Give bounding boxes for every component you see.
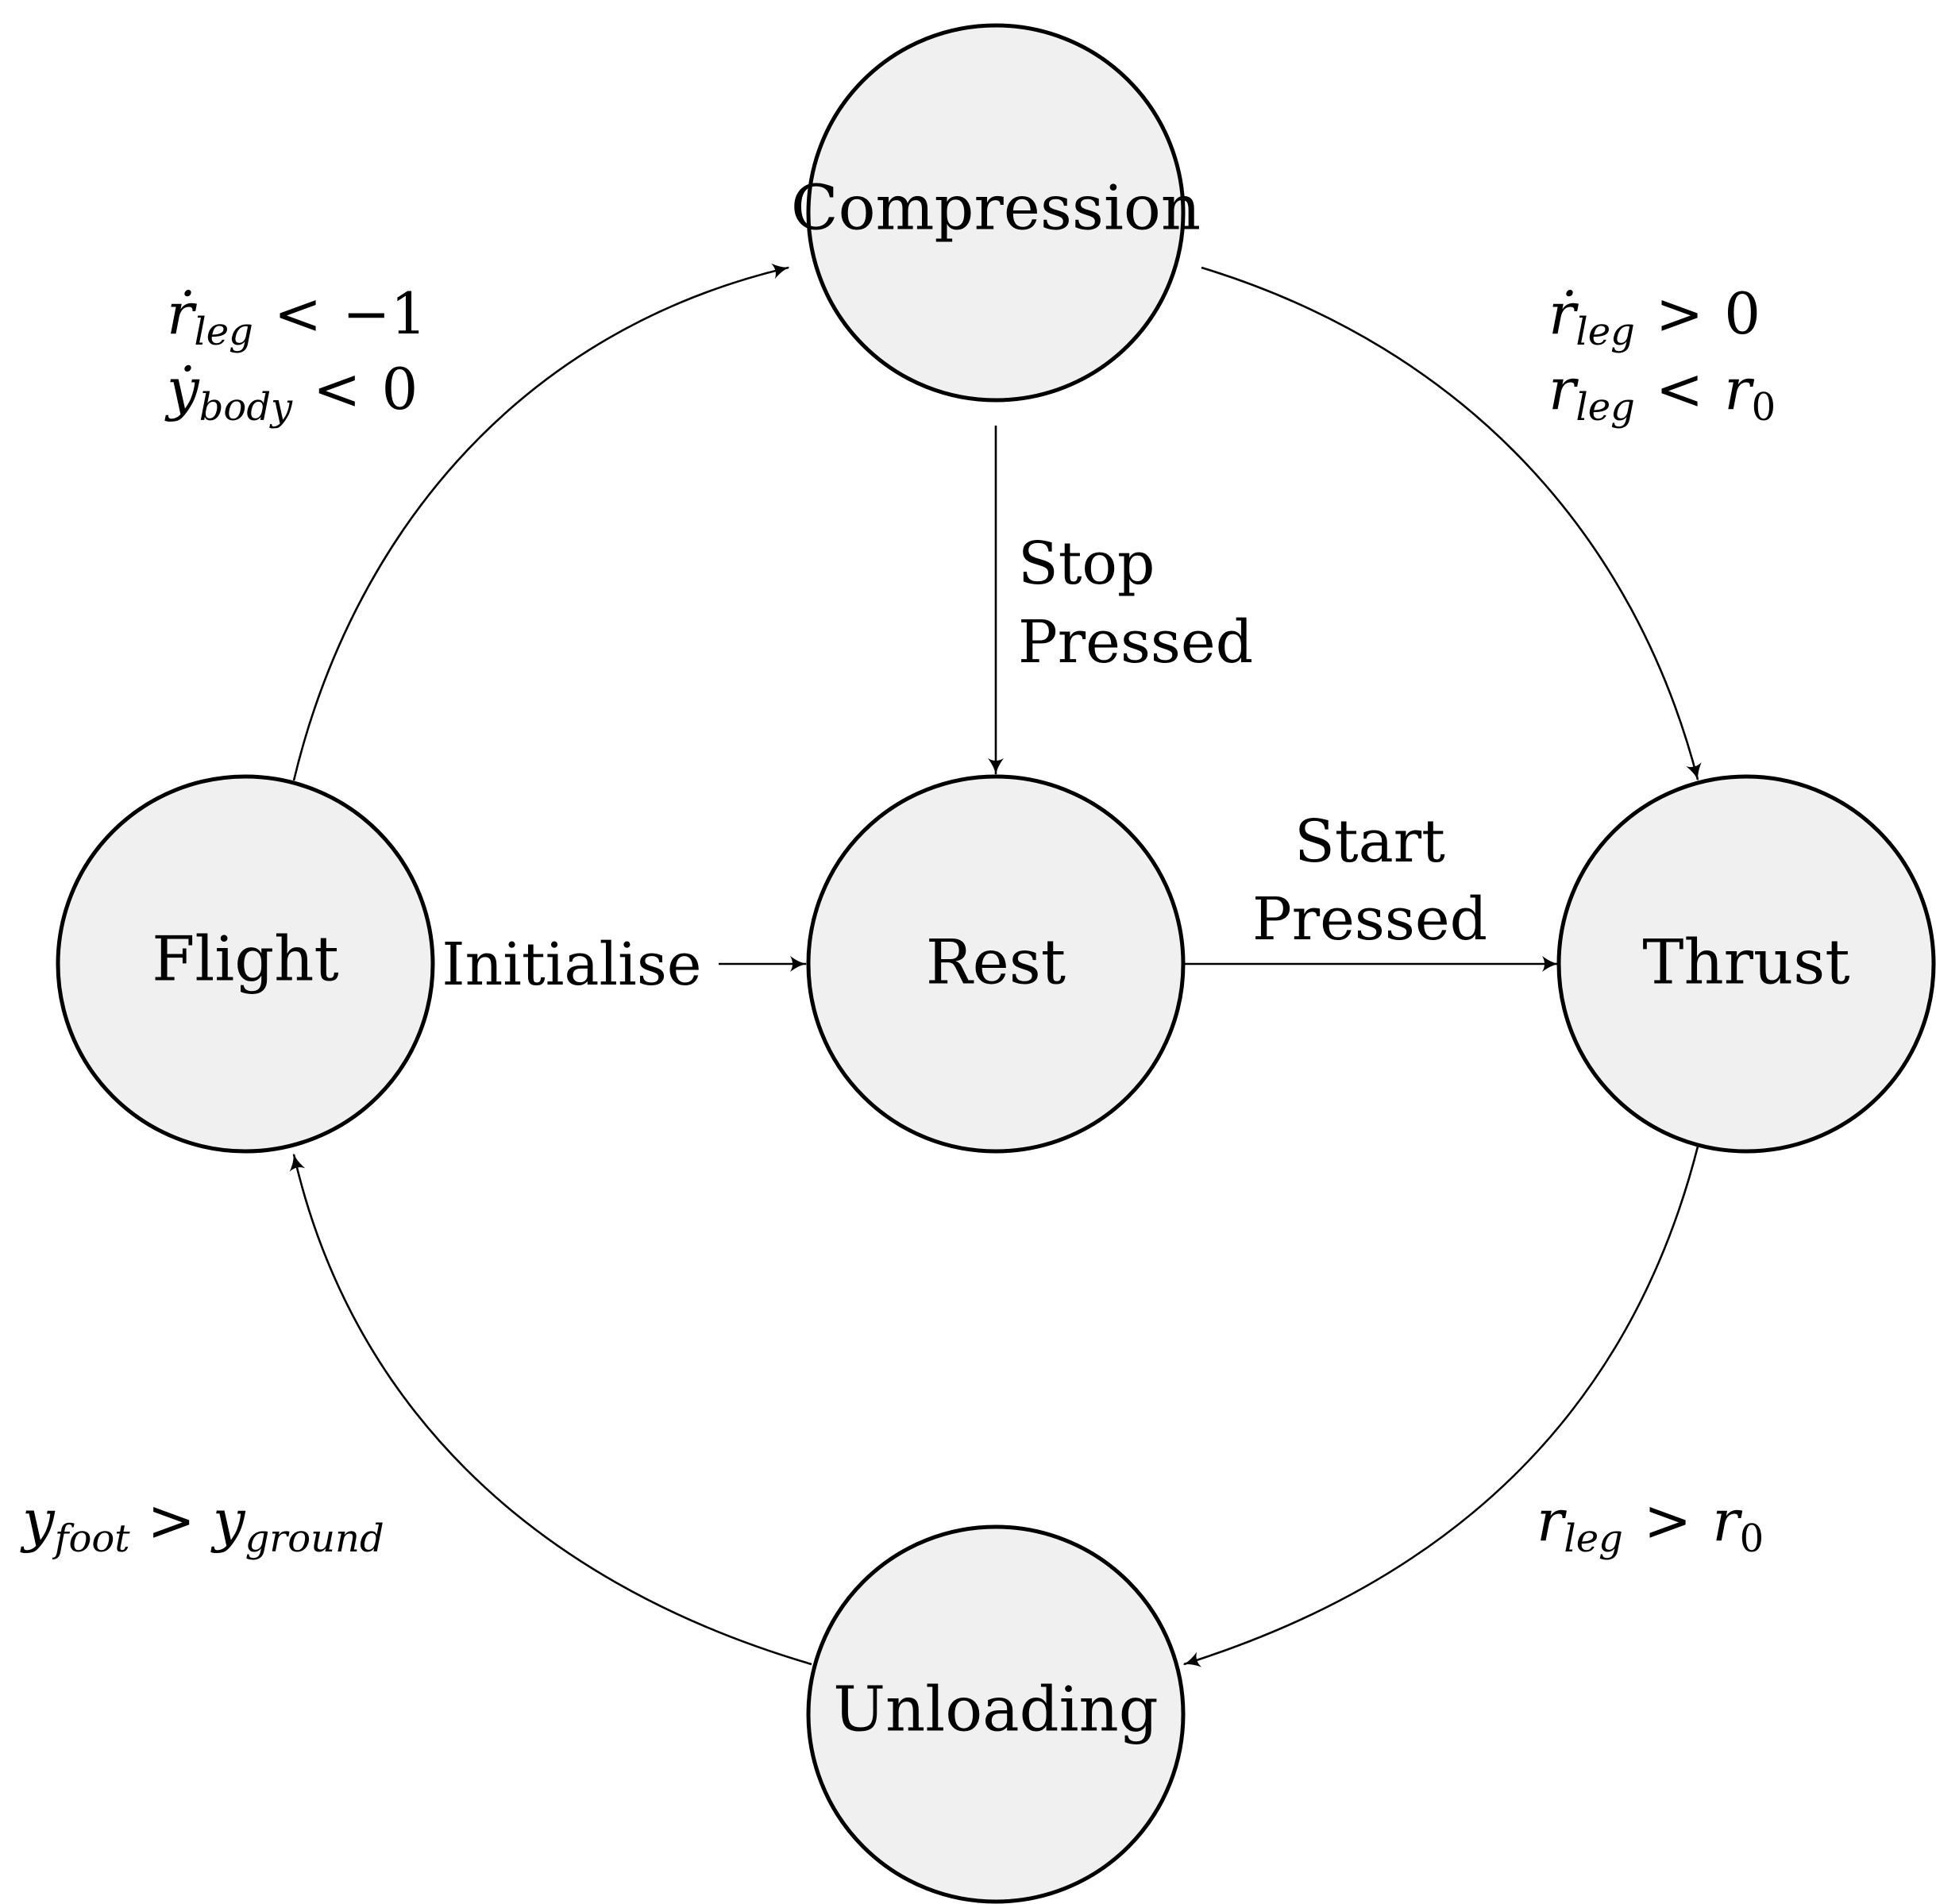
state-flight-label: Flight: [152, 924, 339, 996]
ct1-rhs: 0: [1724, 280, 1761, 347]
edge-flight-to-compression: [292, 263, 790, 781]
ct2-rhs-sub: 0: [1752, 385, 1776, 430]
tu-var: r: [1537, 1487, 1567, 1554]
state-rest: Rest: [806, 774, 1186, 1154]
thrust-to-unloading-condition: rleg>r0: [1537, 1487, 1764, 1561]
fc1-sub: leg: [194, 310, 253, 354]
unloading-to-flight-condition: yfoot>yground: [20, 1487, 384, 1561]
start-label-line2: Pressed: [1252, 885, 1487, 954]
ct2-rhs-var: r: [1724, 356, 1754, 422]
ct2-var: r: [1548, 356, 1579, 422]
ct1-var: ṙ: [1548, 280, 1579, 347]
ct1-op: >: [1656, 280, 1703, 347]
state-compression-label: Compression: [791, 173, 1201, 245]
uf-rhs-var: y: [210, 1487, 246, 1554]
state-unloading-label: Unloading: [833, 1675, 1158, 1746]
fc1-rhs: −1: [342, 280, 426, 347]
stop-label-line1: Stop: [1018, 530, 1155, 598]
edge-thrust-to-unloading: [1182, 1146, 1699, 1667]
uf-sub: foot: [52, 1517, 131, 1561]
tu-sub: leg: [1564, 1517, 1622, 1561]
flight-to-compression-condition-2: ẏbody <0: [164, 356, 418, 430]
fc2-op: <: [313, 356, 361, 422]
edge-unloading-to-flight: [289, 1153, 812, 1666]
fc2-sub: body: [199, 385, 293, 430]
state-flight: Flight: [56, 774, 435, 1154]
state-rest-label: Rest: [926, 927, 1066, 999]
ct2-sub: leg: [1575, 385, 1634, 430]
uf-var: y: [20, 1487, 56, 1554]
state-thrust: Thrust: [1556, 774, 1936, 1154]
state-thrust-label: Thrust: [1642, 927, 1849, 999]
stop-label-line2: Pressed: [1018, 608, 1253, 676]
state-unloading: Unloading: [806, 1524, 1186, 1904]
tu-rhs-var: r: [1712, 1487, 1742, 1554]
tu-op: >: [1644, 1487, 1691, 1554]
compression-to-thrust-condition-1: ṙleg >0: [1548, 280, 1761, 354]
fc2-var: ẏ: [164, 356, 200, 422]
edge-compression-to-thrust: [1201, 266, 1702, 781]
initialise-label: Initialise: [442, 931, 701, 999]
ct1-sub: leg: [1575, 310, 1634, 354]
uf-op: >: [148, 1487, 195, 1554]
fc1-op: <: [274, 280, 322, 347]
compression-to-thrust-condition-2: rleg<r0: [1548, 356, 1776, 430]
fc2-rhs: 0: [381, 356, 418, 422]
fc1-var: ṙ: [167, 280, 197, 347]
state-compression: Compression: [791, 23, 1201, 403]
flight-to-compression-condition-1: ṙleg < −1: [167, 280, 426, 354]
ct2-op: <: [1656, 356, 1703, 422]
uf-rhs-sub: ground: [245, 1517, 384, 1561]
start-label-line1: Start: [1294, 807, 1445, 876]
tu-rhs-sub: 0: [1740, 1517, 1764, 1561]
